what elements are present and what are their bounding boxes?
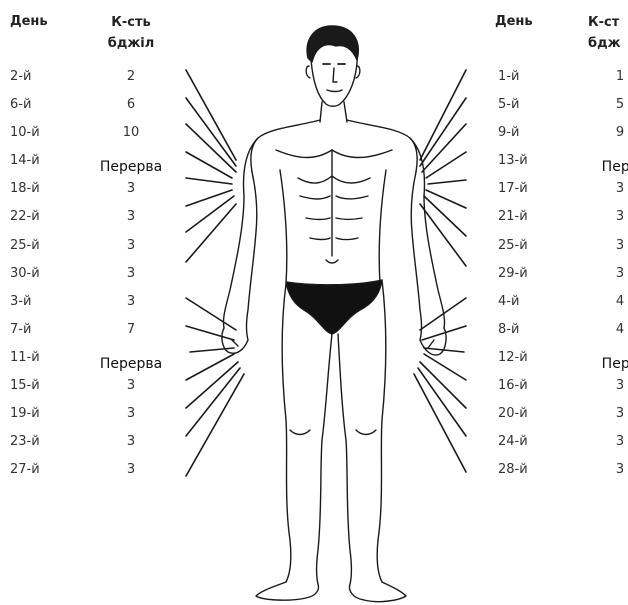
left-day-column: 2-й 6-й 10-й 14-й 18-й 22-й 25-й 30-й 3-… [10, 70, 40, 491]
right-count-cell-break: Пере [580, 160, 628, 188]
right-count-cell: 4 [580, 323, 628, 351]
right-day-column: 1-й 5-й 9-й 13-й 17-й 21-й 25-й 29-й 4-й… [498, 70, 528, 491]
right-day-cell: 1-й [498, 70, 528, 98]
right-day-cell: 4-й [498, 295, 528, 323]
left-day-cell: 18-й [10, 182, 40, 210]
left-lower-rays [186, 298, 244, 476]
left-day-cell: 6-й [10, 98, 40, 126]
right-day-cell: 28-й [498, 463, 528, 491]
right-count-cell: 3 [580, 435, 628, 463]
torso [251, 120, 417, 284]
right-count-header: К-ст бдж [588, 12, 628, 54]
left-day-cell: 15-й [10, 379, 40, 407]
left-day-cell: 22-й [10, 210, 40, 238]
neck-left [320, 102, 322, 122]
swim-briefs [286, 280, 382, 334]
left-day-cell: 2-й [10, 70, 40, 98]
right-day-cell: 21-й [498, 210, 528, 238]
right-day-header: День [495, 14, 533, 29]
right-count-cell: 3 [580, 407, 628, 435]
left-day-cell: 25-й [10, 239, 40, 267]
left-day-cell: 14-й [10, 154, 40, 182]
left-day-cell: 7-й [10, 323, 40, 351]
human-body-illustration [150, 0, 480, 605]
left-day-cell: 11-й [10, 351, 40, 379]
left-day-cell: 30-й [10, 267, 40, 295]
right-count-header-line2: бдж [588, 33, 628, 54]
left-day-cell: 27-й [10, 463, 40, 491]
left-day-cell: 23-й [10, 435, 40, 463]
right-count-cell: 3 [580, 210, 628, 238]
right-day-cell: 9-й [498, 126, 528, 154]
right-day-cell: 5-й [498, 98, 528, 126]
right-count-cell: 9 [580, 126, 628, 154]
right-count-header-line1: К-ст [588, 12, 628, 33]
right-count-cell: 3 [580, 267, 628, 295]
right-day-cell: 29-й [498, 267, 528, 295]
right-day-cell: 17-й [498, 182, 528, 210]
left-day-cell: 10-й [10, 126, 40, 154]
left-upper-rays [186, 70, 236, 262]
feet [256, 582, 406, 602]
left-day-cell: 19-й [10, 407, 40, 435]
left-day-header: День [10, 14, 48, 29]
right-day-cell: 12-й [498, 351, 528, 379]
left-arm [222, 138, 258, 353]
right-day-cell: 25-й [498, 239, 528, 267]
neck-right [344, 102, 347, 122]
right-count-cell: 3 [580, 463, 628, 491]
right-count-cell-break: Пере [580, 357, 628, 385]
right-day-cell: 8-й [498, 323, 528, 351]
right-count-cell: 1 [580, 70, 628, 98]
right-day-cell: 16-й [498, 379, 528, 407]
right-count-cell: 4 [580, 295, 628, 323]
right-arm [410, 138, 446, 355]
head [306, 26, 360, 106]
right-count-column: 1 5 9 Пере 3 3 3 3 4 4 Пере 3 3 3 3 [580, 70, 628, 491]
left-day-cell: 3-й [10, 295, 40, 323]
right-day-cell: 24-й [498, 435, 528, 463]
right-day-cell: 13-й [498, 154, 528, 182]
right-count-cell: 5 [580, 98, 628, 126]
right-day-cell: 20-й [498, 407, 528, 435]
right-count-cell: 3 [580, 239, 628, 267]
